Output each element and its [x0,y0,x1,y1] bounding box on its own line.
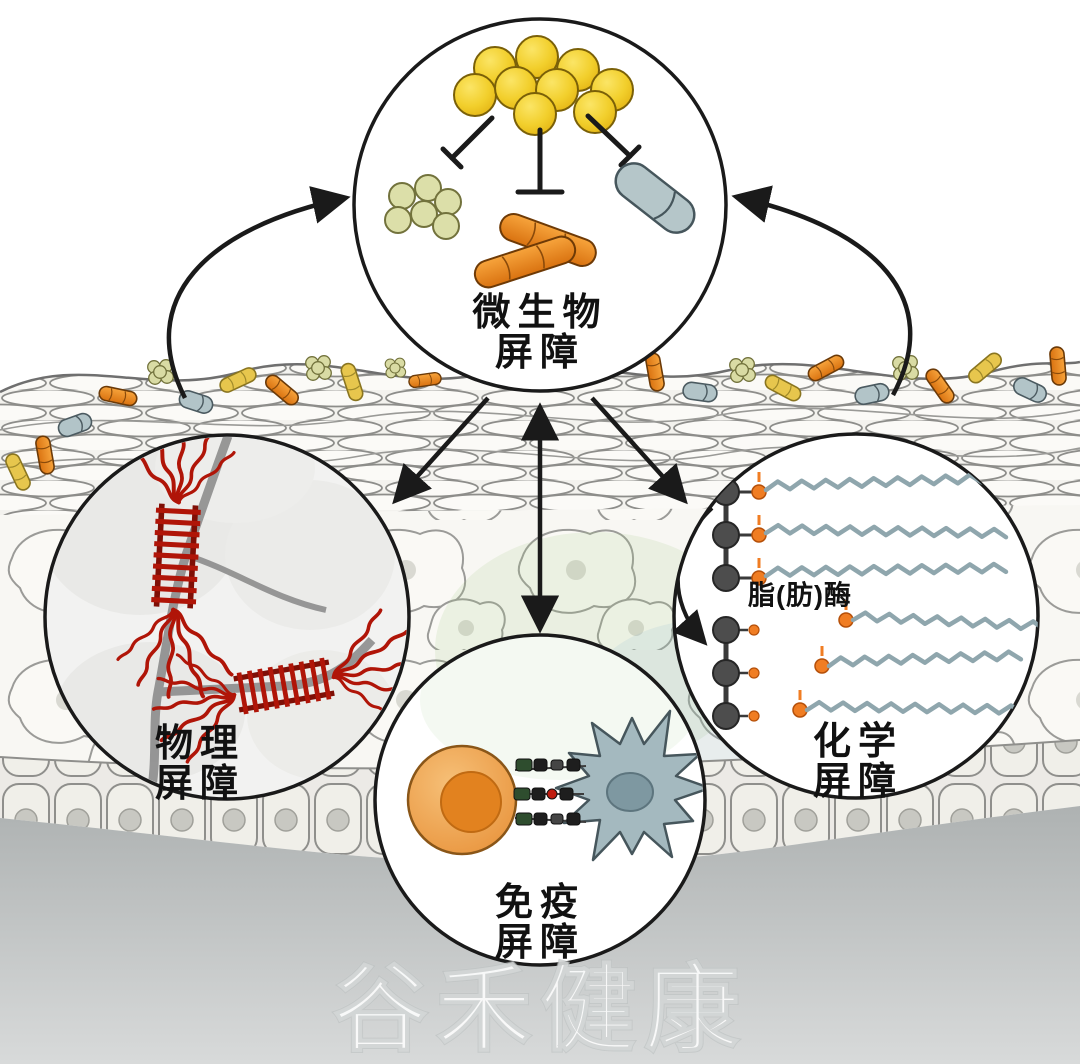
physical-barrier-label-line2: 屏障 [154,763,246,805]
lipase-enzyme-label: 脂(肪)酶 [748,580,852,611]
microbial-barrier-circle [352,17,728,393]
arrow-skin-right-to-microbial [731,185,913,397]
hydrolysis-products [712,598,1047,730]
arrow-microbial-to-physical [392,396,490,505]
immune-barrier-label-line1: 免疫 [494,882,586,924]
commensal-gray-capsule-bacterium [614,162,696,234]
chemical-barrier-label-line2: 屏障 [812,761,904,803]
t-cell [406,744,518,856]
microbial-barrier-label-line1: 微生物 [472,292,608,334]
arrow-skin-left-to-microbial [166,186,351,400]
pathogen-yellow-cocci-cluster [453,35,634,136]
microbial-barrier-label-line2: 屏障 [494,332,586,374]
triglyceride-molecule [712,470,1006,592]
immune-barrier-label-line2: 屏障 [494,922,586,964]
immune-synapse-receptors [513,758,587,826]
inhibition-t-bars [440,113,642,195]
dendritic-cell [554,709,703,862]
arrow-microbial-to-chemical [590,396,688,505]
commensal-green-cocci-cluster [384,174,462,240]
chemical-barrier-label-line1: 化学 [812,721,904,763]
barrier-relationship-arrows [166,185,913,634]
chemical-barrier-circle [672,432,1047,800]
physical-barrier-label-line1: 物理 [154,723,246,765]
physical-barrier-circle [43,433,411,801]
site-watermark: 谷禾健康 [331,956,748,1064]
commensal-orange-rods [473,213,597,289]
immune-barrier-circle [373,633,707,967]
